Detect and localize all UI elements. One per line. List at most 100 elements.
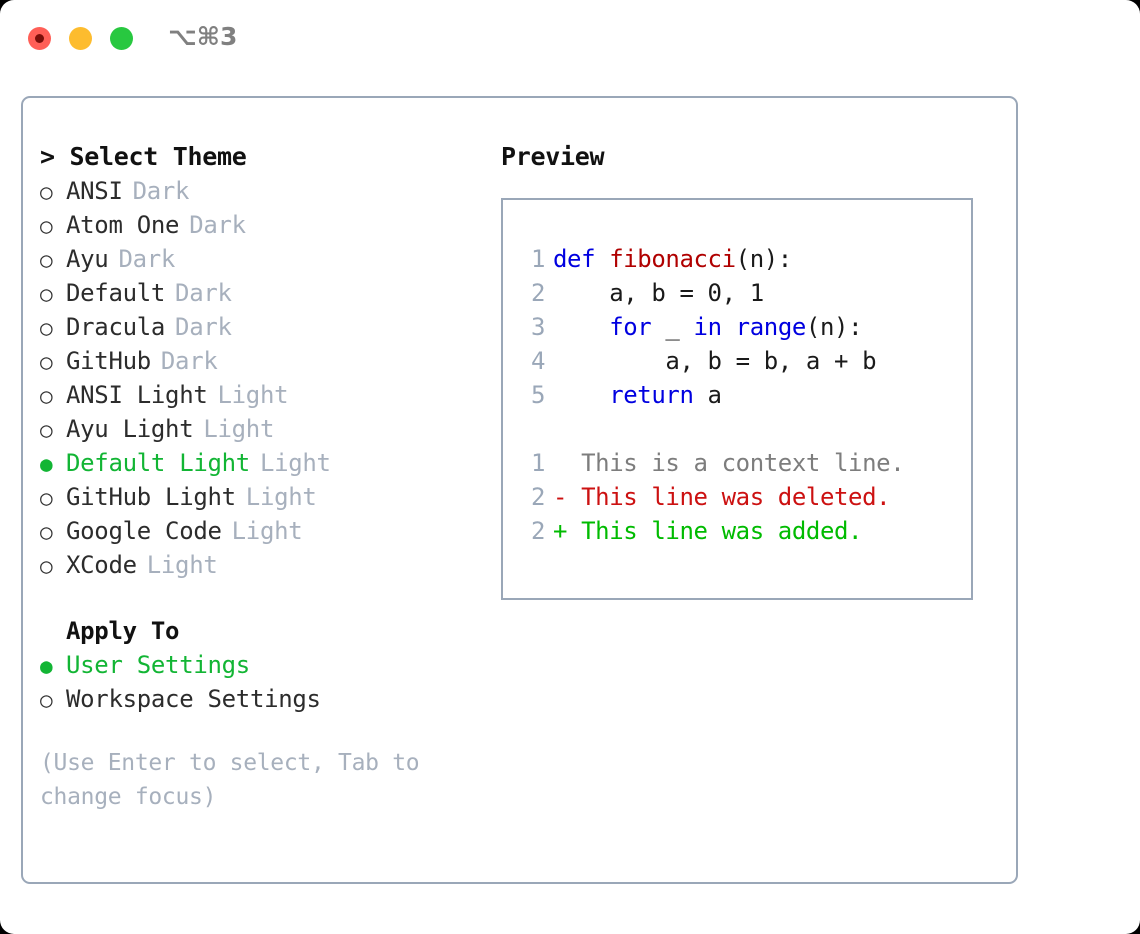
radio-unselected-icon: ○ bbox=[40, 282, 53, 306]
diff-line-number: 1 bbox=[530, 449, 545, 477]
apply-to-option-user-settings[interactable]: ● User Settings bbox=[40, 648, 480, 682]
theme-option-label: Google Code bbox=[66, 517, 222, 545]
zoom-button[interactable] bbox=[110, 27, 133, 50]
theme-option-xcode[interactable]: ○ XCode Light bbox=[40, 548, 480, 582]
theme-variant-tag: Light bbox=[146, 551, 218, 579]
code-token-keyword: return bbox=[609, 381, 694, 409]
code-token-keyword: def bbox=[553, 245, 610, 273]
code-line-number: 3 bbox=[530, 313, 545, 341]
code-line-text: a, b = b, a + b bbox=[553, 344, 876, 378]
keyboard-shortcut-label: ⌥⌘3 bbox=[168, 22, 238, 51]
theme-variant-tag: Light bbox=[245, 483, 317, 511]
radio-unselected-icon: ○ bbox=[40, 316, 53, 340]
radio-unselected-icon: ○ bbox=[40, 486, 53, 510]
radio-unselected-icon: ○ bbox=[40, 180, 53, 204]
code-line: 3 for _ in range(n): bbox=[503, 310, 971, 344]
radio-unselected-icon: ○ bbox=[40, 688, 53, 712]
theme-variant-tag: Dark bbox=[175, 313, 232, 341]
theme-option-label: Default Light bbox=[66, 449, 250, 477]
preview-title: Preview bbox=[501, 142, 605, 171]
code-line-number: 2 bbox=[530, 279, 545, 307]
apply-to-list[interactable]: ● User Settings ○ Workspace Settings bbox=[40, 648, 480, 716]
diff-marker bbox=[553, 446, 581, 480]
code-token-plain: a, b = 0, 1 bbox=[609, 279, 764, 307]
theme-option-label: GitHub bbox=[66, 347, 151, 375]
theme-option-label: XCode bbox=[66, 551, 137, 579]
radio-selected-icon: ● bbox=[40, 452, 53, 476]
theme-variant-tag: Dark bbox=[189, 211, 246, 239]
pane-spacer bbox=[40, 582, 480, 614]
theme-option-atom-one[interactable]: ○ Atom One Dark bbox=[40, 208, 480, 242]
diff-line-deleted: 2- This line was deleted. bbox=[503, 480, 971, 514]
code-token-function: fibonacci bbox=[609, 245, 736, 273]
keyboard-hint-text: (Use Enter to select, Tab to change focu… bbox=[40, 750, 420, 810]
apply-to-option-workspace-settings[interactable]: ○ Workspace Settings bbox=[40, 682, 480, 716]
code-token-plain: a bbox=[693, 381, 722, 409]
theme-option-ayu[interactable]: ○ Ayu Dark bbox=[40, 242, 480, 276]
code-line-text: for _ in range(n): bbox=[553, 310, 862, 344]
diff-line-text: This line was added. bbox=[581, 517, 863, 545]
code-line: 4 a, b = b, a + b bbox=[503, 344, 971, 378]
code-line: 2 a, b = 0, 1 bbox=[503, 276, 971, 310]
radio-unselected-icon: ○ bbox=[40, 384, 53, 408]
code-token-plain: (n): bbox=[735, 245, 793, 273]
code-token-keyword: for bbox=[609, 313, 652, 341]
code-line-text: a, b = 0, 1 bbox=[553, 276, 764, 310]
code-token-plain: _ bbox=[651, 313, 694, 341]
window-traffic-lights bbox=[28, 27, 133, 50]
title-bar: ⌥⌘3 bbox=[0, 0, 1140, 78]
theme-variant-tag: Dark bbox=[132, 177, 190, 205]
code-token-plain: a, b = b, a + b bbox=[665, 347, 877, 375]
minimize-button[interactable] bbox=[69, 27, 92, 50]
code-line-text: def fibonacci(n): bbox=[553, 242, 792, 276]
code-line: 5 return a bbox=[503, 378, 971, 412]
apply-to-header: Apply To bbox=[66, 617, 180, 645]
theme-option-label: Dracula bbox=[66, 313, 166, 341]
theme-variant-tag: Dark bbox=[160, 347, 218, 375]
theme-option-label: Ayu bbox=[66, 245, 109, 273]
theme-option-ayu-light[interactable]: ○ Ayu Light Light bbox=[40, 412, 480, 446]
code-token-keyword: in bbox=[693, 313, 736, 341]
radio-unselected-icon: ○ bbox=[40, 554, 53, 578]
theme-option-label: Default bbox=[66, 279, 166, 307]
radio-unselected-icon: ○ bbox=[40, 418, 53, 442]
theme-option-label: Ayu Light bbox=[66, 415, 194, 443]
apply-to-option-label: User Settings bbox=[66, 651, 250, 679]
radio-unselected-icon: ○ bbox=[40, 248, 53, 272]
diff-marker: + bbox=[553, 517, 582, 545]
code-line: 1 def fibonacci(n): bbox=[503, 242, 971, 276]
theme-option-github[interactable]: ○ GitHub Dark bbox=[40, 344, 480, 378]
close-button[interactable] bbox=[28, 27, 51, 50]
code-token-keyword: range bbox=[735, 313, 807, 341]
apply-to-option-label: Workspace Settings bbox=[66, 685, 321, 713]
radio-unselected-icon: ○ bbox=[40, 350, 53, 374]
theme-option-label: GitHub Light bbox=[66, 483, 236, 511]
theme-variant-tag: Light bbox=[203, 415, 275, 443]
diff-line-added: 2+ This line was added. bbox=[503, 514, 971, 548]
theme-variant-tag: Dark bbox=[118, 245, 176, 273]
radio-unselected-icon: ○ bbox=[40, 520, 53, 544]
diff-line-context: 1 This is a context line. bbox=[503, 446, 971, 480]
theme-option-github-light[interactable]: ○ GitHub Light Light bbox=[40, 480, 480, 514]
code-line-number: 4 bbox=[530, 347, 545, 375]
diff-block: 1 This is a context line.2- This line wa… bbox=[503, 446, 971, 548]
code-line-number: 1 bbox=[530, 245, 545, 273]
radio-unselected-icon: ○ bbox=[40, 214, 53, 238]
radio-selected-icon: ● bbox=[40, 654, 53, 678]
theme-option-label: Atom One bbox=[66, 211, 180, 239]
code-line-number: 5 bbox=[530, 381, 545, 409]
diff-marker: - bbox=[553, 483, 582, 511]
theme-option-dracula[interactable]: ○ Dracula Dark bbox=[40, 310, 480, 344]
